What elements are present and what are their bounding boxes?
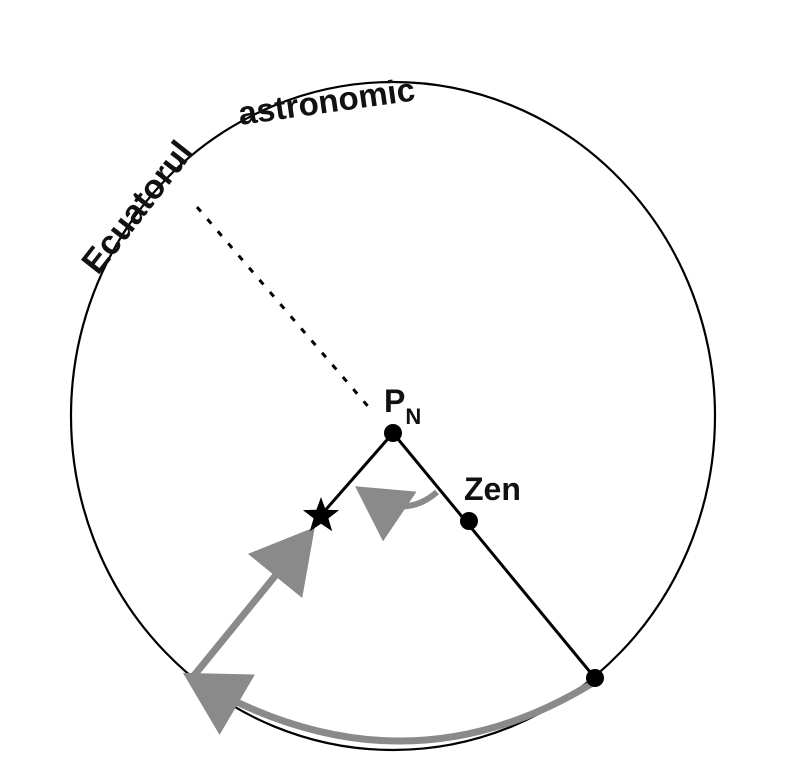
equator-label-word1: Ecuatorul [74, 134, 200, 281]
hour-angle-arrow [182, 672, 593, 745]
pole-label: PN [384, 383, 421, 429]
angle-arc-arrow [355, 486, 439, 542]
pole-to-star-line [320, 432, 395, 515]
equator-dotted-line [195, 206, 374, 412]
equator-label-word2: astronomic [236, 71, 417, 132]
star-icon [302, 497, 340, 532]
pole-label-subscript: N [405, 404, 421, 429]
north-pole-point [384, 424, 402, 442]
celestial-sphere-circle [69, 80, 717, 752]
declination-arrow [189, 527, 315, 681]
zenith-label: Zen [464, 471, 521, 507]
zenith-point [460, 512, 478, 530]
horizon-meridian-point [586, 669, 604, 687]
pole-label-letter: P [384, 383, 405, 419]
pole-to-horizon-line [391, 432, 597, 679]
